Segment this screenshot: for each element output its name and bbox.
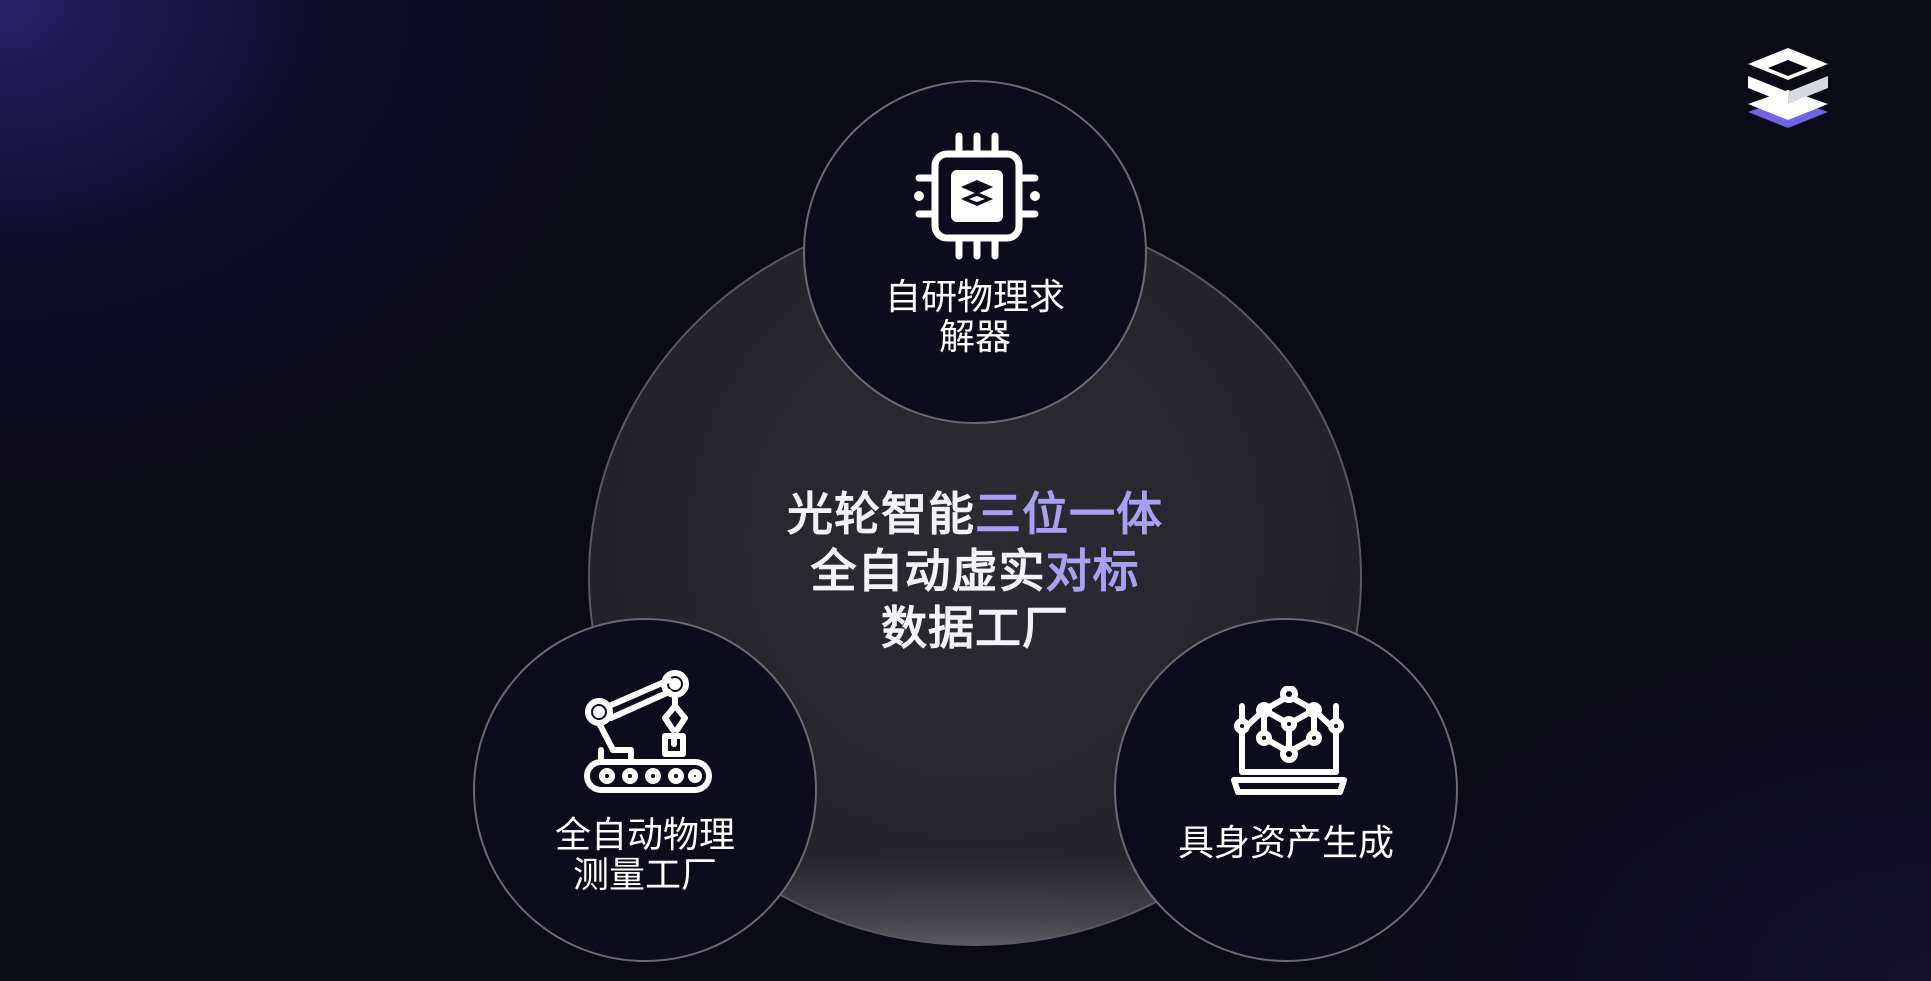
node-left-label-line-2: 测量工厂	[572, 855, 717, 896]
center-line1-accent: 三位一体	[975, 487, 1163, 541]
node-right-label: 具身资产生成	[1116, 824, 1456, 864]
center-line1-main: 光轮智能	[787, 487, 975, 541]
node-measurement-factory: 全自动物理 测量工厂	[473, 618, 817, 962]
center-title-line-1: 光轮智能三位一体	[760, 486, 1190, 543]
chip-icon	[914, 132, 1040, 260]
robot-arm-icon	[584, 670, 712, 793]
center-line2-main: 全自动虚实	[810, 544, 1046, 598]
node-left-label: 全自动物理 测量工厂	[475, 816, 815, 896]
node-asset-generation: 具身资产生成	[1114, 618, 1458, 962]
center-title-line-2: 全自动虚实对标	[760, 543, 1190, 600]
node-top-label-line-2: 解器	[938, 317, 1011, 358]
node-top-label: 自研物理求 解器	[805, 278, 1145, 358]
laptop-cube-icon	[1231, 686, 1347, 795]
stacked-layers-logo-icon	[1748, 48, 1828, 128]
center-title: 光轮智能三位一体 全自动虚实对标 数据工厂	[760, 486, 1190, 657]
node-physics-solver: 自研物理求 解器	[803, 80, 1147, 424]
node-right-label-line-1: 具身资产生成	[1177, 823, 1394, 864]
center-title-line-3: 数据工厂	[760, 600, 1190, 657]
center-line3: 数据工厂	[881, 601, 1069, 655]
center-line2-accent: 对标	[1045, 544, 1140, 598]
node-top-label-line-1: 自研物理求	[884, 277, 1065, 318]
node-left-label-line-1: 全自动物理	[554, 815, 735, 856]
